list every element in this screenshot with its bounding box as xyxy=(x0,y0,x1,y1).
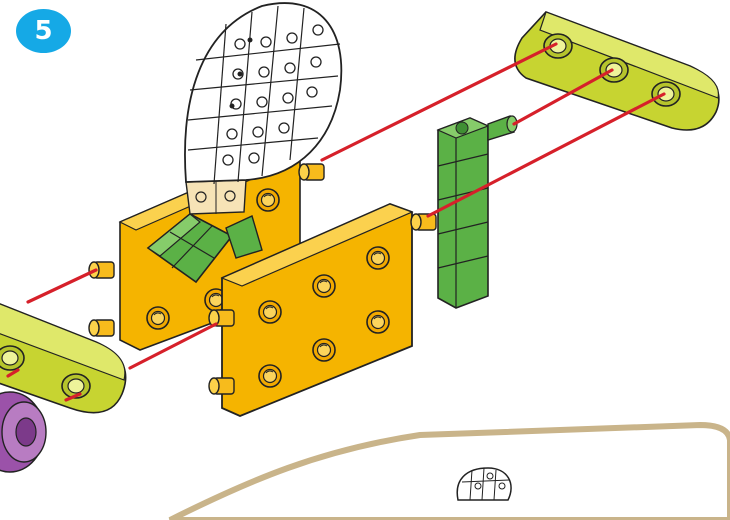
inset-panel xyxy=(170,425,730,520)
guide-line-4 xyxy=(28,270,96,302)
wing-panel xyxy=(185,3,341,184)
long-beam-right xyxy=(515,12,719,130)
green-rod-stack xyxy=(438,116,517,308)
purple-wheel xyxy=(0,392,46,472)
